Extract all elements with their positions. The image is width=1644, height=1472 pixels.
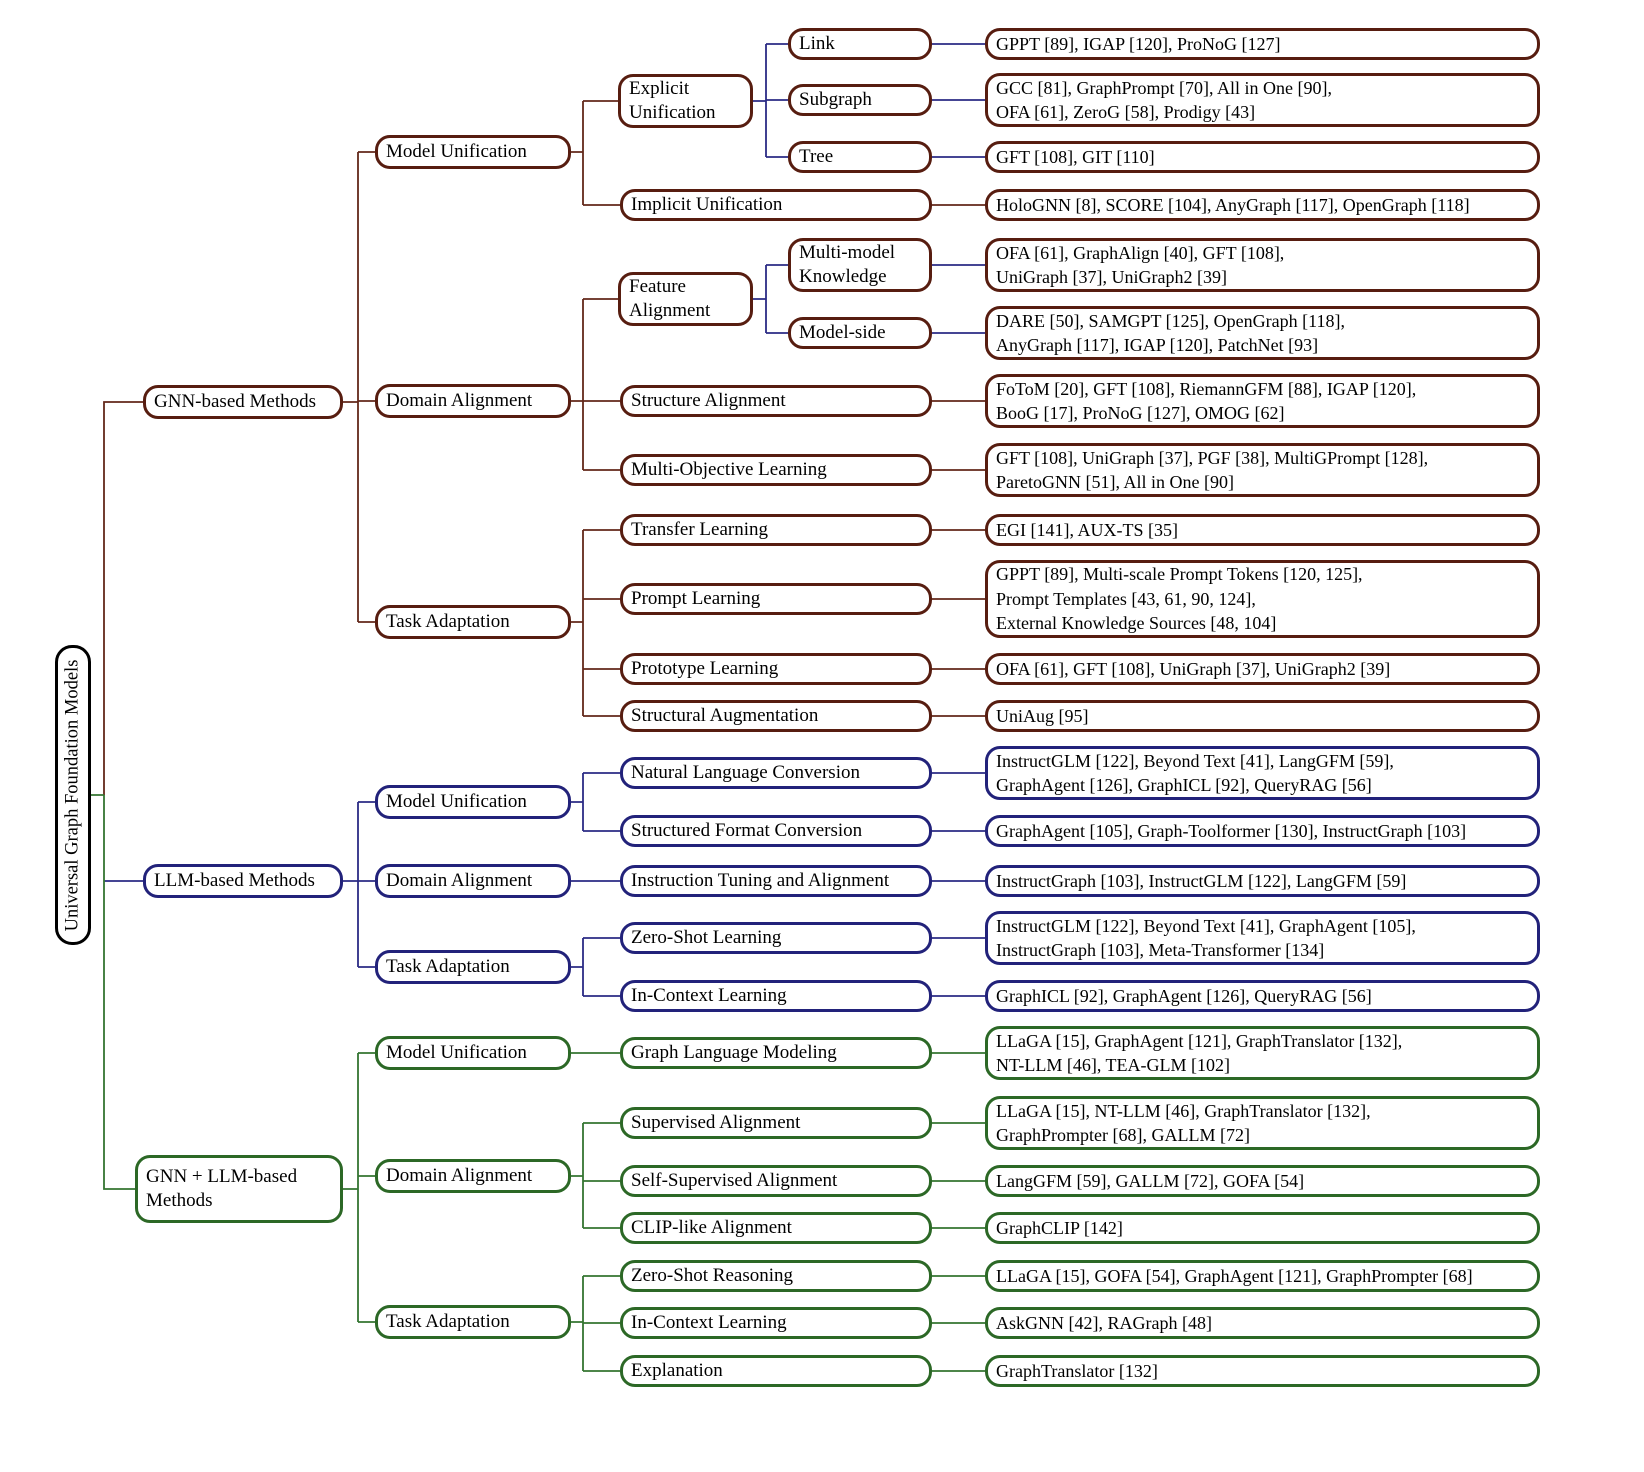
node-self-supervised-alignment: Self-Supervised Alignment (620, 1165, 932, 1197)
node-zero-shot-learning: Zero-Shot Learning (620, 922, 932, 954)
node-transfer-learning: Transfer Learning (620, 514, 932, 546)
leaf-graph-language-modeling-papers: LLaGA [15], GraphAgent [121], GraphTrans… (985, 1026, 1540, 1080)
leaf-prototype-learning-papers: OFA [61], GFT [108], UniGraph [37], UniG… (985, 653, 1540, 685)
node-natural-language-conversion: Natural Language Conversion (620, 757, 932, 789)
node-model-side: Model-side (788, 317, 932, 349)
leaf-llm-in-context-learning-papers: GraphICL [92], GraphAgent [126], QueryRA… (985, 980, 1540, 1012)
leaf-link-papers: GPPT [89], IGAP [120], ProNoG [127] (985, 28, 1540, 60)
leaf-prompt-learning-papers: GPPT [89], Multi-scale Prompt Tokens [12… (985, 560, 1540, 638)
node-explicit-unification: Explicit Unification (618, 74, 753, 128)
node-llm-model-unification: Model Unification (375, 785, 571, 819)
node-feature-alignment: Feature Alignment (618, 272, 753, 326)
node-gnn-methods: GNN-based Methods (143, 385, 343, 419)
node-structure-alignment: Structure Alignment (620, 385, 932, 417)
node-subgraph: Subgraph (788, 84, 932, 116)
node-hybrid-methods: GNN + LLM-based Methods (135, 1155, 343, 1223)
hybrid-connectors (85, 794, 990, 1372)
node-hybrid-task-adaptation: Task Adaptation (375, 1305, 571, 1339)
node-llm-in-context-learning: In-Context Learning (620, 980, 932, 1012)
leaf-tree-papers: GFT [108], GIT [110] (985, 141, 1540, 173)
leaf-subgraph-papers: GCC [81], GraphPrompt [70], All in One [… (985, 73, 1540, 127)
leaf-explanation-papers: GraphTranslator [132] (985, 1355, 1540, 1387)
leaf-structural-augmentation-papers: UniAug [95] (985, 700, 1540, 732)
leaf-zero-shot-learning-papers: InstructGLM [122], Beyond Text [41], Gra… (985, 911, 1540, 965)
node-gnn-task-adaptation: Task Adaptation (375, 605, 571, 639)
node-multi-model-knowledge: Multi-model Knowledge (788, 238, 932, 292)
root-node: Universal Graph Foundation Models (55, 645, 91, 945)
node-multi-objective-learning: Multi-Objective Learning (620, 454, 932, 486)
node-hybrid-in-context-learning: In-Context Learning (620, 1307, 932, 1339)
leaf-structured-format-conversion-papers: GraphAgent [105], Graph-Toolformer [130]… (985, 815, 1540, 847)
leaf-structure-alignment-papers: FoToM [20], GFT [108], RiemannGFM [88], … (985, 374, 1540, 428)
node-hybrid-model-unification: Model Unification (375, 1036, 571, 1070)
node-supervised-alignment: Supervised Alignment (620, 1107, 932, 1139)
gnn-connectors (103, 100, 990, 795)
leaf-supervised-alignment-papers: LLaGA [15], NT-LLM [46], GraphTranslator… (985, 1096, 1540, 1150)
leaf-natural-language-conversion-papers: InstructGLM [122], Beyond Text [41], Lan… (985, 746, 1540, 800)
leaf-clip-like-alignment-papers: GraphCLIP [142] (985, 1212, 1540, 1244)
node-link: Link (788, 28, 932, 60)
node-llm-methods: LLM-based Methods (143, 864, 343, 898)
node-gnn-domain-alignment: Domain Alignment (375, 384, 571, 418)
leaf-implicit-unification-papers: HoloGNN [8], SCORE [104], AnyGraph [117]… (985, 189, 1540, 221)
node-structural-augmentation: Structural Augmentation (620, 700, 932, 732)
node-structured-format-conversion: Structured Format Conversion (620, 815, 932, 847)
node-zero-shot-reasoning: Zero-Shot Reasoning (620, 1260, 932, 1292)
leaf-transfer-learning-papers: EGI [141], AUX-TS [35] (985, 514, 1540, 546)
leaf-instruction-tuning-papers: InstructGraph [103], InstructGLM [122], … (985, 865, 1540, 897)
node-clip-like-alignment: CLIP-like Alignment (620, 1212, 932, 1244)
node-prompt-learning: Prompt Learning (620, 583, 932, 615)
node-gnn-model-unification: Model Unification (375, 135, 571, 169)
node-llm-task-adaptation: Task Adaptation (375, 950, 571, 984)
node-instruction-tuning-alignment: Instruction Tuning and Alignment (620, 865, 932, 897)
node-implicit-unification: Implicit Unification (620, 189, 932, 221)
leaf-zero-shot-reasoning-papers: LLaGA [15], GOFA [54], GraphAgent [121],… (985, 1260, 1540, 1292)
node-hybrid-domain-alignment: Domain Alignment (375, 1159, 571, 1193)
leaf-self-supervised-alignment-papers: LangGFM [59], GALLM [72], GOFA [54] (985, 1165, 1540, 1197)
node-graph-language-modeling: Graph Language Modeling (620, 1037, 932, 1069)
node-tree: Tree (788, 141, 932, 173)
leaf-multi-objective-papers: GFT [108], UniGraph [37], PGF [38], Mult… (985, 443, 1540, 497)
leaf-model-side-papers: DARE [50], SAMGPT [125], OpenGraph [118]… (985, 306, 1540, 360)
node-llm-domain-alignment: Domain Alignment (375, 864, 571, 898)
node-explanation: Explanation (620, 1355, 932, 1387)
node-prototype-learning: Prototype Learning (620, 653, 932, 685)
llm-connectors (104, 43, 990, 997)
root-label: Universal Graph Foundation Models (62, 659, 83, 931)
leaf-multi-model-knowledge-papers: OFA [61], GraphAlign [40], GFT [108], Un… (985, 238, 1540, 292)
leaf-hybrid-in-context-learning-papers: AskGNN [42], RAGraph [48] (985, 1307, 1540, 1339)
